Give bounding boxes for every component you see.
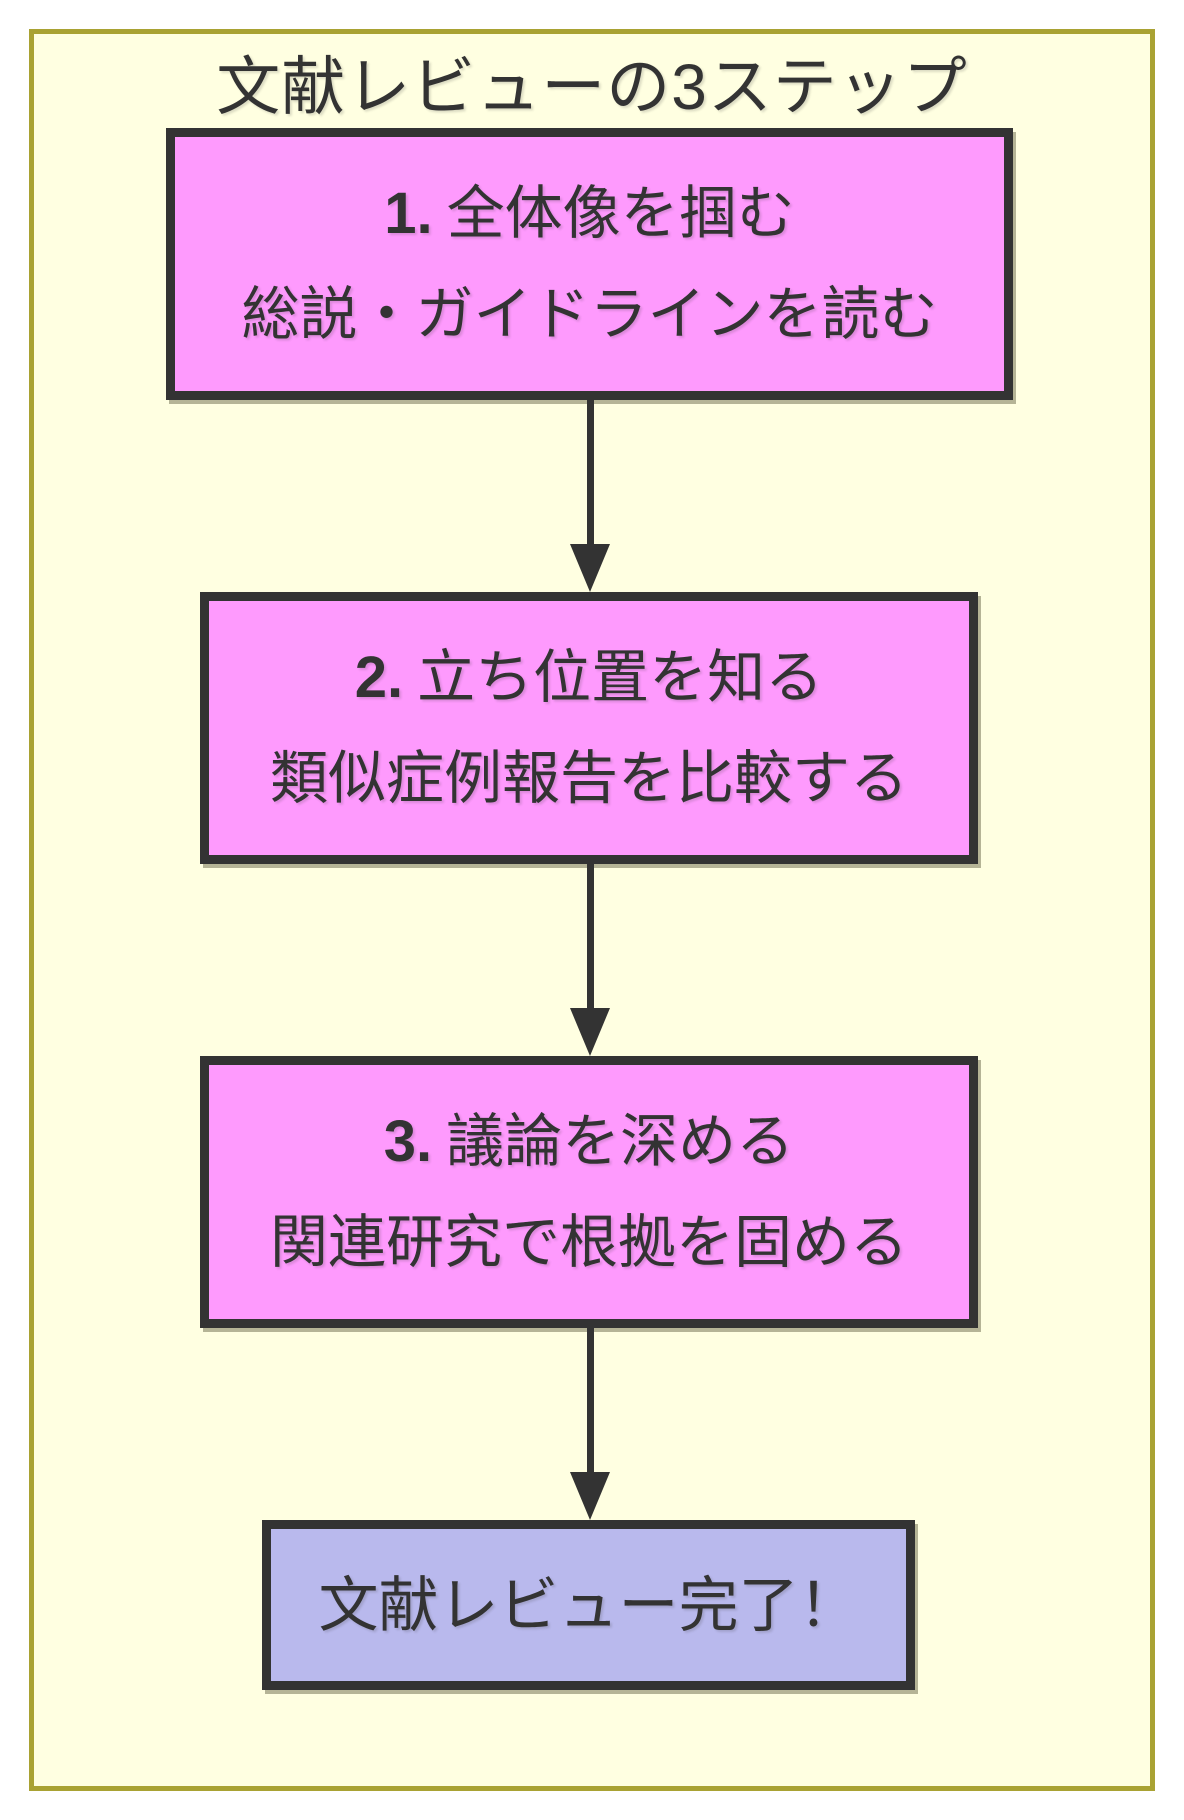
step-2-detail: 類似症例報告を比較する [269,746,908,811]
step-3-heading-line: 3.議論を深める [384,1091,794,1192]
arrow-stem [586,1328,594,1476]
step-3-detail: 関連研究で根拠を固める [269,1210,908,1275]
step-3-heading: 議論を深める [446,1109,795,1174]
step-2-heading: 立ち位置を知る [417,645,824,710]
step-box-2: 2.立ち位置を知る 類似症例報告を比較する [200,592,978,864]
arrow-stem [586,400,594,548]
step-1-detail: 総説・ガイドラインを読む [241,282,938,347]
result-label: 文献レビュー完了！ [318,1571,859,1639]
arrow-head-down-icon [570,1472,610,1520]
step-1-heading-line: 1.全体像を掴む [384,163,794,264]
step-1-heading: 全体像を掴む [446,181,795,246]
flow-arrow-down-2 [568,864,612,1056]
arrow-stem [586,864,594,1012]
diagram-title: 文献レビューの3ステップ [216,51,968,123]
step-box-3: 3.議論を深める 関連研究で根拠を固める [200,1056,978,1328]
step-2-number: 2. [354,645,404,710]
flow-arrow-down-1 [568,400,612,592]
step-box-1: 1.全体像を掴む 総説・ガイドラインを読む [166,128,1013,400]
step-1-number: 1. [384,181,433,246]
flow-arrow-down-3 [568,1328,612,1520]
result-box: 文献レビュー完了！ [262,1520,915,1690]
step-2-heading-line: 2.立ち位置を知る [355,627,823,728]
arrow-head-down-icon [570,1008,610,1056]
arrow-head-down-icon [570,544,610,592]
step-3-number: 3. [383,1109,433,1174]
